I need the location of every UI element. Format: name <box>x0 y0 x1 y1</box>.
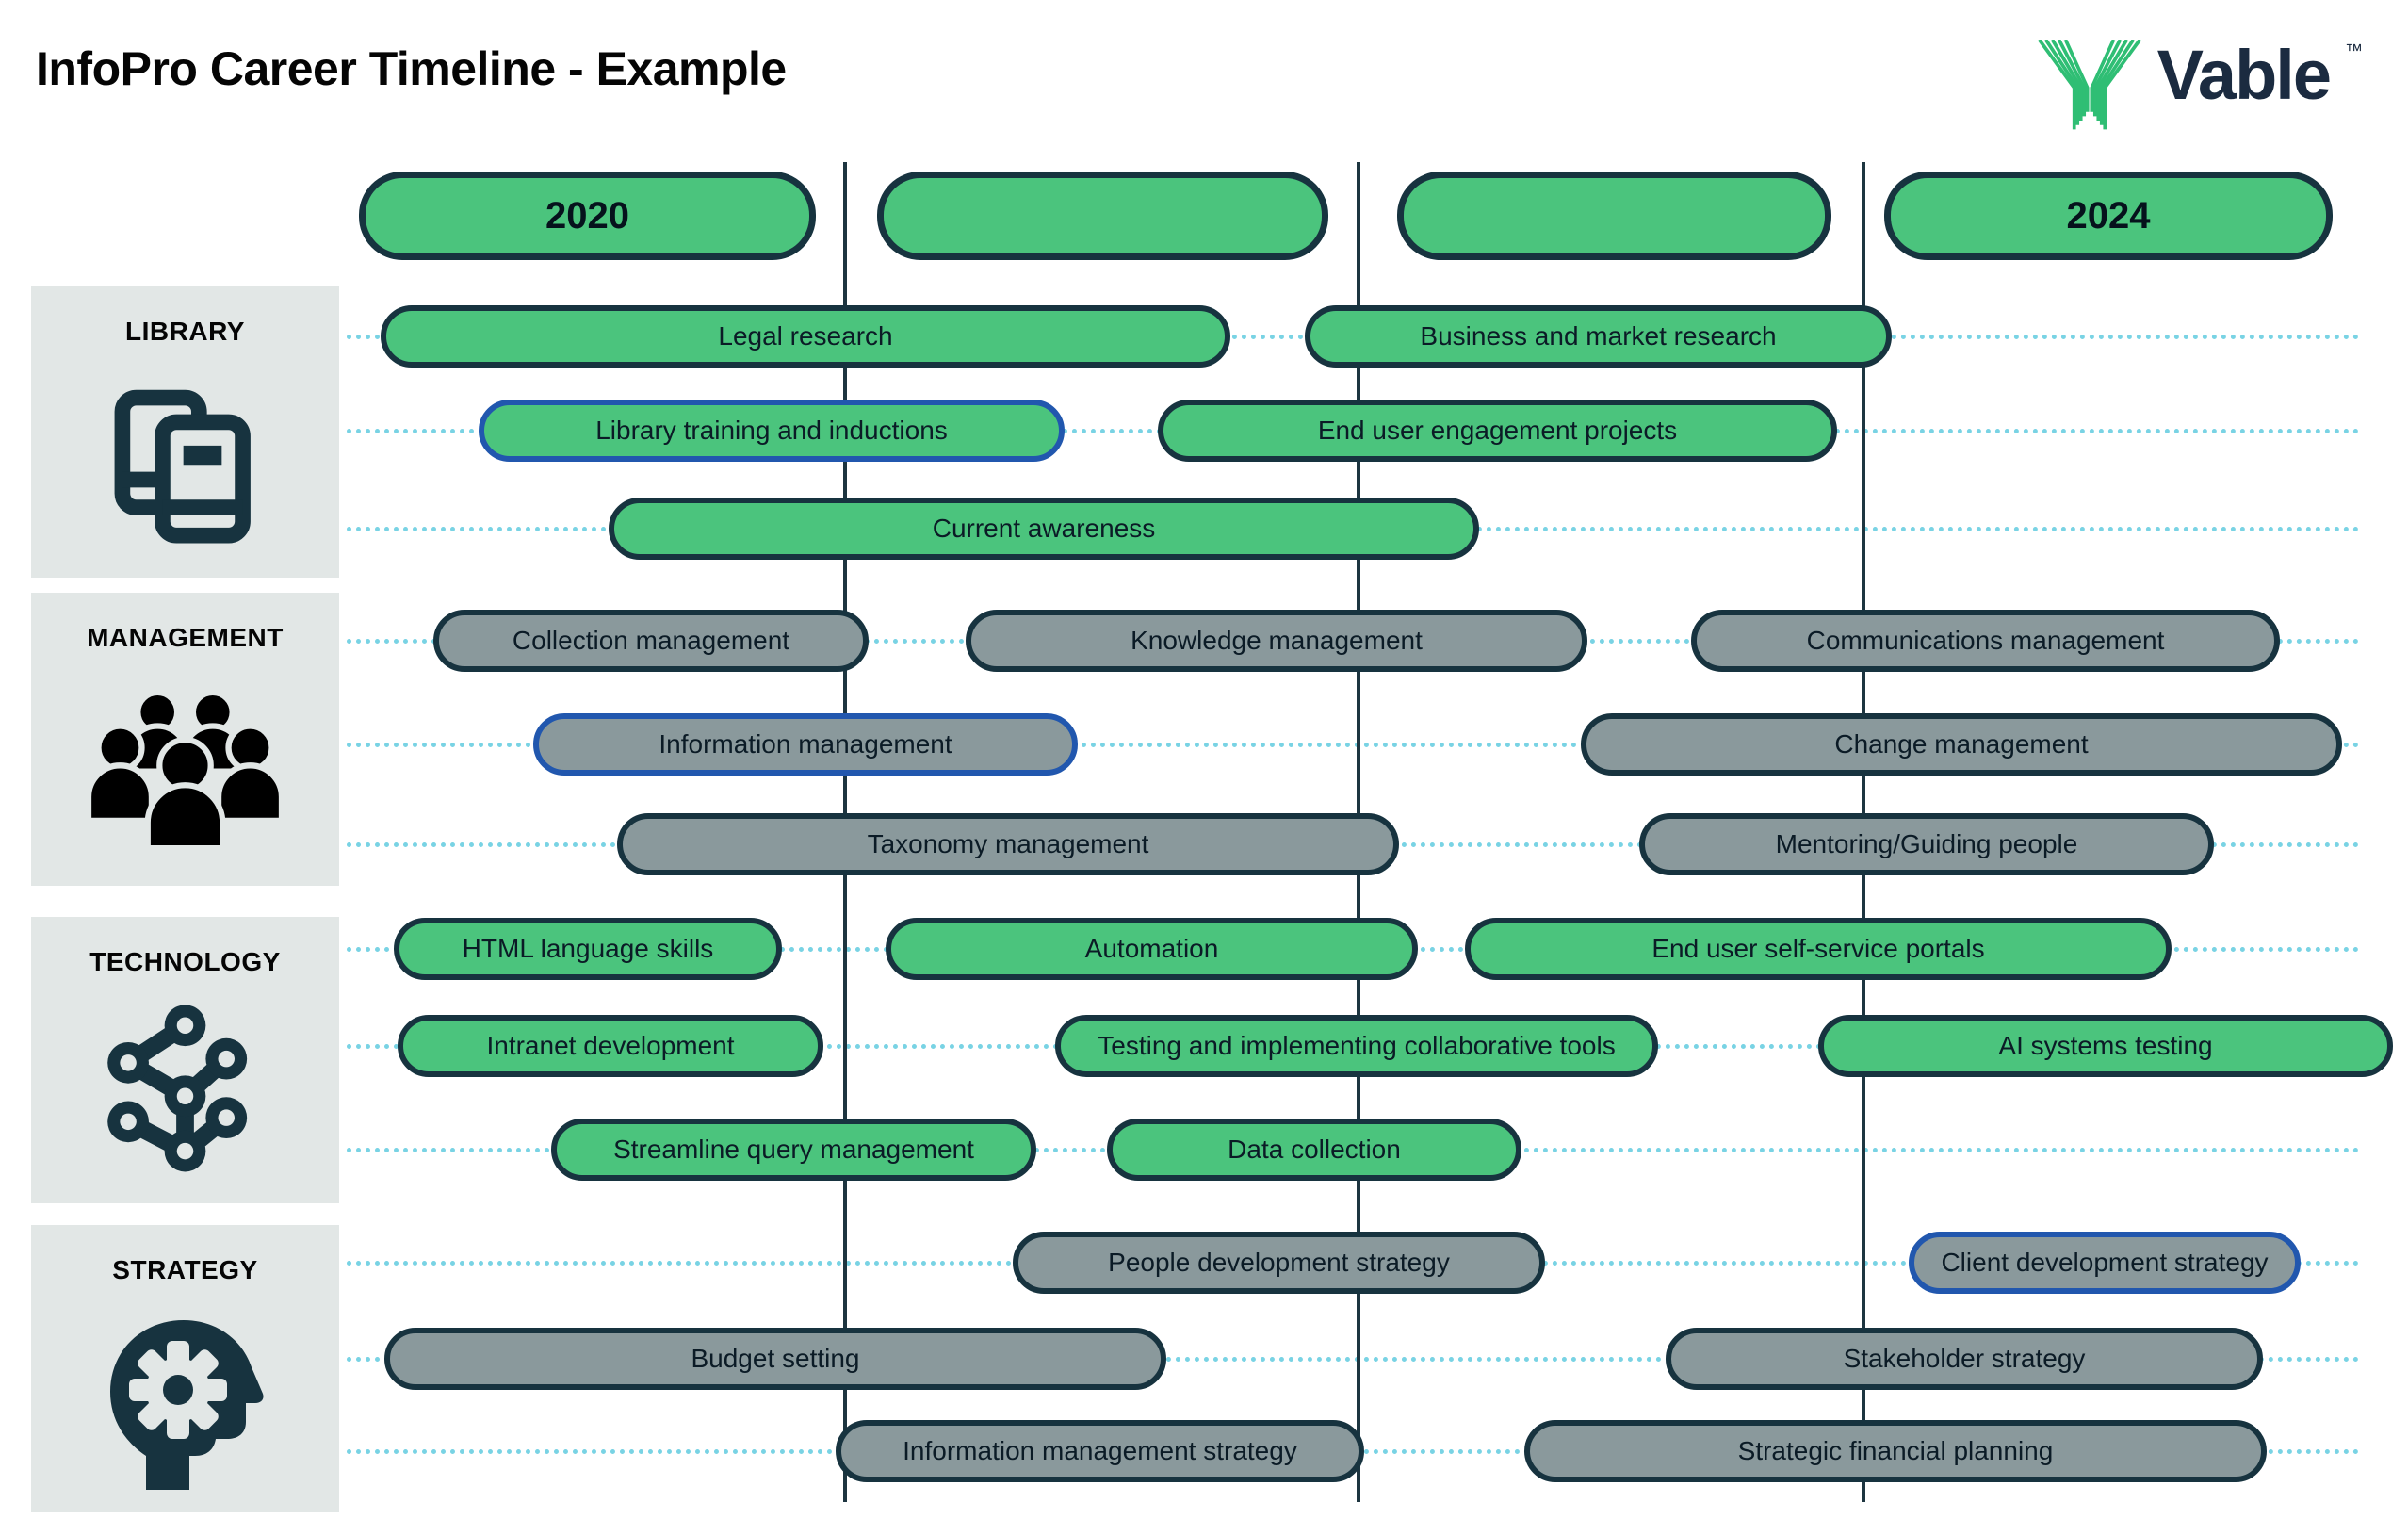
page-title: InfoPro Career Timeline - Example <box>36 42 787 95</box>
pill-testing-and-implementing-collaborative-tools: Testing and implementing collaborative t… <box>1055 1015 1658 1077</box>
pill-legal-research: Legal research <box>381 305 1230 368</box>
pill-end-user-self-service-portals: End user self-service portals <box>1465 918 2172 980</box>
head-gear-icon <box>91 1285 280 1512</box>
pill-data-collection: Data collection <box>1107 1119 1521 1181</box>
pill-end-user-engagement-projects: End user engagement projects <box>1158 400 1837 462</box>
pill-knowledge-management: Knowledge management <box>966 610 1587 672</box>
pill-mentoring-guiding-people: Mentoring/Guiding people <box>1639 813 2214 875</box>
pill-budget-setting: Budget setting <box>384 1328 1166 1390</box>
pill-client-development-strategy: Client development strategy <box>1909 1232 2301 1294</box>
category-box-management: MANAGEMENT <box>31 593 339 886</box>
pill-automation: Automation <box>886 918 1418 980</box>
pill-collection-management: Collection management <box>433 610 869 672</box>
year-pill-blank-2 <box>1397 172 1831 260</box>
category-box-technology: TECHNOLOGY <box>31 917 339 1203</box>
vable-wordmark: Vable <box>2156 36 2332 114</box>
pill-current-awareness: Current awareness <box>609 498 1479 560</box>
dotted-guideline <box>347 743 2360 747</box>
pill-strategic-financial-planning: Strategic financial planning <box>1524 1420 2267 1482</box>
dotted-guideline <box>347 1357 2360 1362</box>
books-icon <box>98 347 272 578</box>
network-icon <box>103 977 268 1203</box>
pill-html-language-skills: HTML language skills <box>394 918 782 980</box>
people-icon <box>89 653 282 886</box>
category-label: MANAGEMENT <box>87 623 284 652</box>
pill-information-management-strategy: Information management strategy <box>836 1420 1364 1482</box>
pill-ai-systems-testing: AI systems testing <box>1818 1015 2393 1077</box>
year-pill-2020: 2020 <box>359 172 816 260</box>
pill-people-development-strategy: People development strategy <box>1013 1232 1545 1294</box>
pill-taxonomy-management: Taxonomy management <box>617 813 1399 875</box>
pill-information-management: Information management <box>533 713 1078 776</box>
trademark-symbol: ™ <box>2345 41 2363 61</box>
category-label: TECHNOLOGY <box>89 947 281 976</box>
category-box-strategy: STRATEGY <box>31 1225 339 1512</box>
pill-library-training-and-inductions: Library training and inductions <box>479 400 1065 462</box>
pill-business-and-market-research: Business and market research <box>1305 305 1892 368</box>
pill-intranet-development: Intranet development <box>398 1015 823 1077</box>
vable-v-icon <box>2037 40 2141 130</box>
category-box-library: LIBRARY <box>31 286 339 578</box>
year-pill-2024: 2024 <box>1884 172 2333 260</box>
category-label: LIBRARY <box>125 317 245 346</box>
year-pill-blank-1 <box>877 172 1328 260</box>
pill-stakeholder-strategy: Stakeholder strategy <box>1666 1328 2263 1390</box>
pill-communications-management: Communications management <box>1691 610 2280 672</box>
pill-change-management: Change management <box>1581 713 2342 776</box>
vable-logo: Vable ™ <box>2037 40 2363 134</box>
category-label: STRATEGY <box>112 1255 258 1284</box>
pill-streamline-query-management: Streamline query management <box>551 1119 1036 1181</box>
